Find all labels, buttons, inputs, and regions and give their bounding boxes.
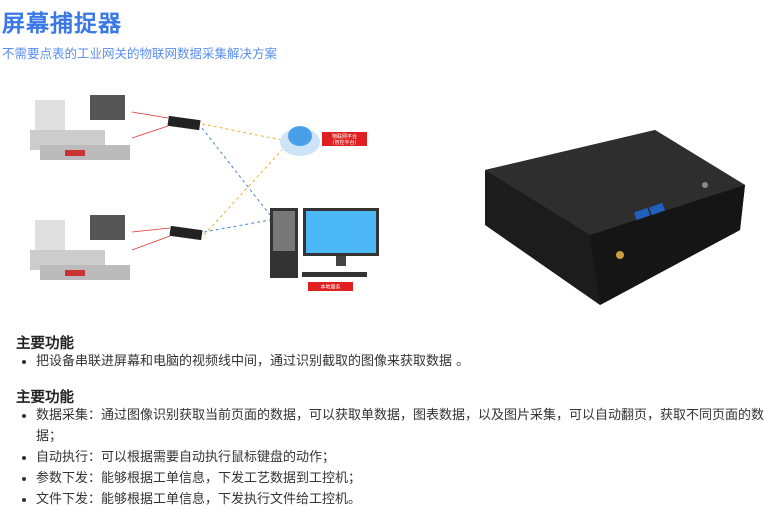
cloud-label-sub: (管控平台) xyxy=(333,139,357,146)
list-item: 把设备串联进屏幕和电脑的视频线中间，通过识别截取的图像来获取数据 。 xyxy=(36,351,764,372)
cloud-label: 物联网平台 xyxy=(332,133,357,140)
capture-box-icon xyxy=(167,115,201,131)
machine-icon xyxy=(30,95,130,160)
page-subtitle: 不需要点表的工业网关的物联网数据采集解决方案 xyxy=(2,46,278,61)
machine-icon xyxy=(30,215,130,280)
architecture-diagram: 物联网平台 (管控平台) 本地服务 xyxy=(30,95,379,291)
feature-list-2: 数据采集：通过图像识别获取当前页面的数据，可以获取单数据，图表数据，以及图片采集… xyxy=(20,405,764,510)
list-item: 数据采集：通过图像识别获取当前页面的数据，可以获取单数据，图表数据，以及图片采集… xyxy=(36,405,764,447)
feature-list-1: 把设备串联进屏幕和电脑的视频线中间，通过识别截取的图像来获取数据 。 xyxy=(20,351,764,372)
local-service-label: 本地服务 xyxy=(320,284,340,291)
section-heading: 主要功能 xyxy=(16,390,74,406)
list-item: 自动执行：可以根据需要自动执行鼠标键盘的动作； xyxy=(36,447,764,468)
list-item: 参数下发：能够根据工单信息，下发工艺数据到工控机； xyxy=(36,468,764,489)
list-item: 文件下发：能够根据工单信息，下发执行文件给工控机。 xyxy=(36,489,764,510)
page-title: 屏幕捕捉器 xyxy=(2,11,122,37)
computer-icon xyxy=(270,208,379,278)
capture-box-icon xyxy=(169,225,203,241)
section-heading: 主要功能 xyxy=(16,336,74,352)
screen-capture-device-image xyxy=(485,130,745,305)
cloud-platform-icon xyxy=(280,126,320,156)
